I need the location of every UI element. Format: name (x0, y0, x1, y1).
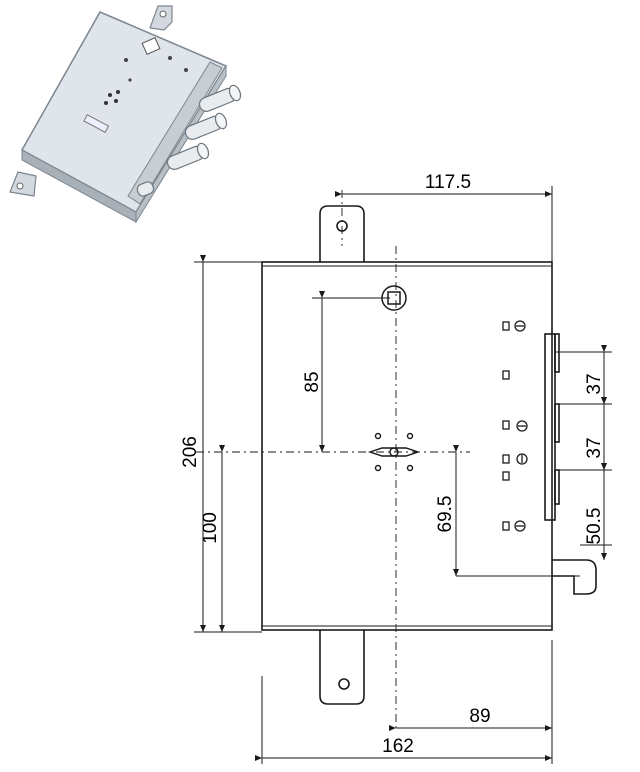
dim-lower-bolt-offset: 50.5 (584, 508, 605, 545)
dim-overall-height: 206 (180, 436, 201, 468)
lock-photo-icon (9, 5, 242, 224)
dim-bolt-spacing-2: 37 (584, 437, 605, 458)
center-lines (196, 190, 470, 730)
dim-spindle-to-cylinder: 85 (302, 371, 323, 392)
dim-cylinder-to-bottom: 100 (200, 512, 221, 544)
dim-bolt-spacing-1: 37 (584, 373, 605, 394)
dim-cylinder-backset: 89 (469, 706, 490, 727)
lock-case-outline (261, 205, 597, 705)
dim-backset-from-edge: 117.5 (425, 172, 471, 193)
dim-cylinder-to-bolt: 69.5 (435, 496, 456, 533)
fixing-screws (502, 320, 528, 532)
dimension-lines (194, 186, 612, 764)
dim-overall-width: 162 (382, 736, 414, 757)
